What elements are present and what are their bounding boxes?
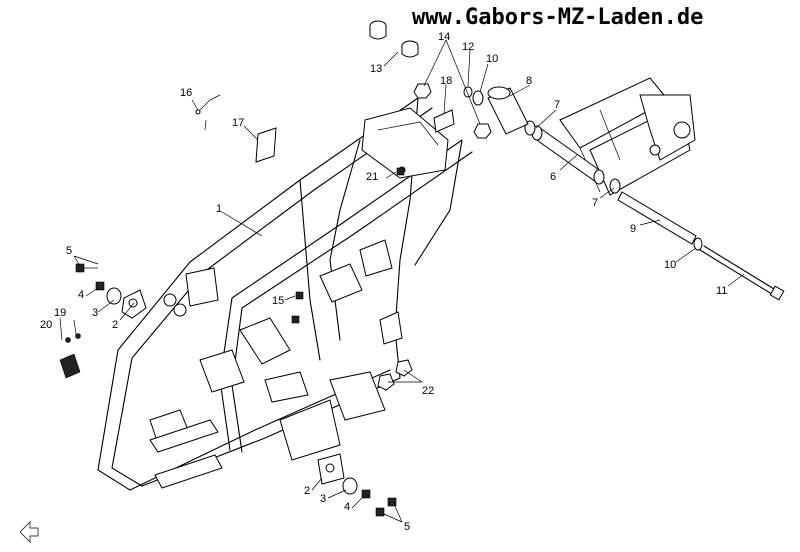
callout-2-bottom: 2 (304, 485, 310, 497)
callout-10-lower: 10 (664, 259, 676, 271)
callout-18: 18 (440, 75, 452, 87)
callout-2-left: 2 (112, 319, 118, 331)
callout-4-bottom: 4 (344, 501, 350, 513)
nut-22b (377, 373, 395, 391)
direction-arrow-icon (19, 521, 39, 543)
callout-14: 14 (438, 31, 450, 43)
callout-5-bottom: 5 (404, 521, 410, 533)
callout-21: 21 (366, 171, 378, 183)
bushing-lower (609, 178, 621, 194)
callout-10-upper: 10 (486, 53, 498, 65)
bolt-15b (291, 315, 300, 324)
callout-20: 20 (40, 319, 52, 331)
callout-5-left: 5 (66, 245, 72, 257)
callout-17: 17 (232, 117, 244, 129)
mount-group-left (75, 263, 147, 319)
callout-22: 22 (422, 385, 434, 397)
plate-17 (255, 127, 277, 163)
nut-14a (413, 83, 432, 99)
callout-4-left: 4 (78, 289, 84, 301)
callout-12: 12 (462, 41, 474, 53)
spacer-tube (617, 191, 697, 245)
callout-3-bottom: 3 (320, 493, 326, 505)
callout-labels: 1 2 3 4 5 6 7 7 8 9 10 10 11 12 13 14 15… (40, 31, 727, 533)
callout-13: 13 (370, 63, 382, 75)
ring-12 (463, 86, 473, 98)
leader-lines (59, 39, 745, 523)
mount-group-bottom (317, 453, 397, 517)
callout-1: 1 (216, 203, 222, 215)
cable-16 (197, 94, 221, 113)
watermark-text: www.Gabors-MZ-Laden.de (412, 5, 703, 30)
rubber-bushings (369, 20, 419, 58)
callout-7-upper: 7 (554, 99, 560, 111)
callout-16: 16 (180, 87, 192, 99)
sleeve (487, 86, 529, 135)
nut-14b (473, 123, 492, 139)
nut-21 (396, 167, 405, 176)
main-frame (97, 97, 473, 491)
callout-19: 19 (54, 307, 66, 319)
washer-lower (693, 237, 703, 251)
callout-3-left: 3 (92, 307, 98, 319)
pivot-bolt (699, 245, 785, 301)
swingarm (559, 77, 696, 196)
callout-6: 6 (550, 171, 556, 183)
cable-17-tip (204, 119, 207, 131)
callout-8: 8 (526, 75, 532, 87)
callout-7-lower: 7 (592, 197, 598, 209)
bolt-15a (295, 291, 304, 300)
bracket-18 (433, 109, 455, 133)
callout-15: 15 (272, 295, 284, 307)
clip-group (59, 333, 81, 379)
callout-9: 9 (630, 223, 636, 235)
washer-upper (472, 90, 484, 106)
callout-11: 11 (716, 285, 727, 297)
